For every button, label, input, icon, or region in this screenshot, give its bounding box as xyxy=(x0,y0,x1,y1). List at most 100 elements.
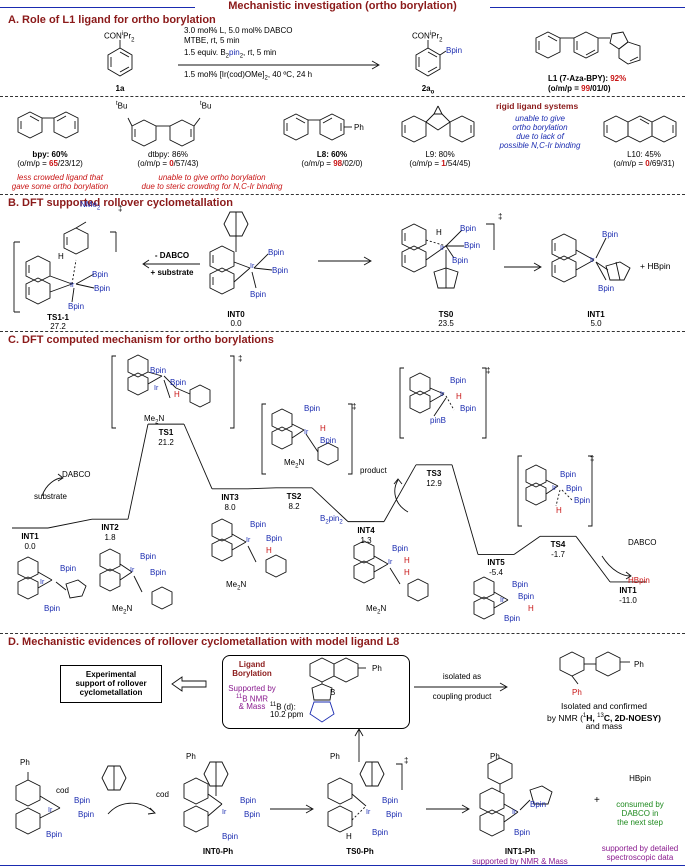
state-label-0: INT1 xyxy=(21,532,39,541)
section-d-heading: D. Mechanistic evidences of rollover cyc… xyxy=(8,636,400,648)
consumed-3: the next step xyxy=(617,818,663,827)
ts11-energy: 27.2 xyxy=(50,322,66,331)
product-benzene xyxy=(415,40,447,77)
int2c-me2n: Me2N xyxy=(112,604,133,616)
ts0ph-ph: Ph xyxy=(330,752,340,761)
supported-by-2: 11B NMR xyxy=(235,694,269,704)
ts11-bpin-1: Bpin xyxy=(92,270,109,279)
ts0-h: H xyxy=(436,228,442,237)
int0-structure xyxy=(209,211,273,295)
state-energy-6: 12.9 xyxy=(426,478,442,488)
int1ph-bpin-1: Bpin xyxy=(530,800,547,809)
int4c-me2n: Me2N xyxy=(366,604,387,616)
divider-ab xyxy=(0,194,685,195)
int2c-bpin-1: Bpin xyxy=(140,552,157,561)
int1-label: INT1 xyxy=(587,310,605,319)
coupling-product: coupling product xyxy=(432,692,492,701)
state-label-7: INT5 xyxy=(487,558,505,568)
ts1-complex xyxy=(111,354,235,429)
ts4-h: H xyxy=(556,506,562,515)
int1ph-ir: Ir xyxy=(512,809,517,816)
ts0ph-structure xyxy=(327,761,403,833)
bpy-note-2: gave some ortho borylation xyxy=(11,182,109,191)
state-label-8: TS4 xyxy=(550,540,566,550)
int0ph-structure xyxy=(183,761,229,833)
ligand-borylation-box xyxy=(222,655,410,729)
int4c-ir: Ir xyxy=(388,559,393,566)
int1ph-bpin-2: Bpin xyxy=(514,828,531,837)
ts3-ir: Ir xyxy=(440,391,445,398)
borylated-ligand xyxy=(309,657,366,723)
ts2-bpin-2: Bpin xyxy=(320,436,337,445)
ts3-bpin-1: Bpin xyxy=(450,376,467,385)
energy-connector-5 xyxy=(311,487,349,522)
bottom-rule xyxy=(0,865,685,866)
section-b-heading: B. DFT supported rollover cyclometallati… xyxy=(8,197,233,209)
title-rule-right xyxy=(490,7,685,8)
int1-structure xyxy=(551,233,631,283)
ts1-bpin-2: Bpin xyxy=(170,378,187,387)
ts0-label: TS0 xyxy=(438,310,454,319)
int0-ts0-arrow xyxy=(318,256,372,266)
ts11-label: TS1-1 xyxy=(47,313,69,322)
int1-bpin-2: Bpin xyxy=(598,284,615,293)
section-c-heading: C. DFT computed mechanism for ortho bory… xyxy=(8,334,274,346)
product-bpin: Bpin xyxy=(446,46,463,55)
state-label-1: INT2 xyxy=(101,523,119,533)
int5c-h: H xyxy=(528,604,534,613)
int1c-bpin-1: Bpin xyxy=(60,564,77,573)
int1ph-note: supported by NMR & Mass xyxy=(472,857,568,866)
dtbpy-selectivity: (o/m/p = 0/57/43) xyxy=(137,159,199,168)
ts11-structure xyxy=(13,221,117,313)
int0-bpin-3: Bpin xyxy=(250,290,267,299)
consumed-2: DABCO in xyxy=(621,809,659,818)
state-label-4: TS2 xyxy=(286,491,302,501)
ts4-ir: Ir xyxy=(552,485,557,492)
cod-complex-bpin-1: Bpin xyxy=(74,796,91,805)
int3c-ir: Ir xyxy=(246,537,251,544)
state-energy-3: 8.0 xyxy=(224,502,236,512)
int2c-structure xyxy=(99,548,173,610)
ts1-me2n: Me2N xyxy=(144,414,165,426)
int1ph-ph: Ph xyxy=(490,752,500,761)
ts3-bpin-2: Bpin xyxy=(460,404,477,413)
ts0-bpin-1: Bpin xyxy=(460,224,477,233)
d-hbpin: HBpin xyxy=(629,774,651,783)
bpy-structure xyxy=(17,111,79,139)
ts1-bpin-1: Bpin xyxy=(150,366,167,375)
ts11-bpin-3: Bpin xyxy=(68,302,85,311)
ts1-dagger: ‡ xyxy=(238,354,243,363)
supported-by-1: Supported by xyxy=(228,684,276,693)
int4c-h-1: H xyxy=(404,556,410,565)
condition-1: 3.0 mol% L, 5.0 mol% DABCO xyxy=(184,26,293,35)
int5c-structure xyxy=(473,576,509,620)
ts0ph-int1ph-arrow xyxy=(426,804,470,814)
page-title: Mechanistic investigation (ortho borylat… xyxy=(228,0,457,12)
dtbpy-yield: dtbpy: 86% xyxy=(147,150,189,159)
bpy-yield: bpy: 60% xyxy=(32,150,68,159)
substrate-benzene xyxy=(107,40,133,77)
energy-connector-8 xyxy=(513,535,541,555)
plus-hbpin: + HBpin xyxy=(640,261,671,271)
int3c-structure xyxy=(211,518,287,578)
substrate-amide: CONiPr2 xyxy=(104,31,135,44)
l10-yield: L10: 45% xyxy=(627,150,661,159)
ts0ph-bpin-3: Bpin xyxy=(372,828,389,837)
int5c-bpin-1: Bpin xyxy=(512,580,529,589)
l8-phenyl: Ph xyxy=(354,123,364,132)
energy-connector-3 xyxy=(183,423,213,489)
ts3-pinb: pinB xyxy=(430,416,447,425)
int0ph-ir: Ir xyxy=(222,809,227,816)
ts2-h: H xyxy=(320,424,326,433)
ts0-dagger: ‡ xyxy=(498,212,503,221)
ts11-dagger: ‡ xyxy=(118,204,123,213)
l8-yield: L8: 60% xyxy=(316,150,348,159)
ts0ph-dagger: ‡ xyxy=(404,756,409,765)
int0-label: INT0 xyxy=(227,310,245,319)
b11-shift: 11B (d): xyxy=(270,702,296,712)
l1-selectivity: (o/m/p = 99/01/0) xyxy=(548,84,611,93)
cod-complex-bpin-3: Bpin xyxy=(46,830,63,839)
isolated-as: isolated as xyxy=(442,672,482,681)
divider-cd xyxy=(0,633,685,634)
coupling-ph-2: Ph xyxy=(572,688,582,697)
